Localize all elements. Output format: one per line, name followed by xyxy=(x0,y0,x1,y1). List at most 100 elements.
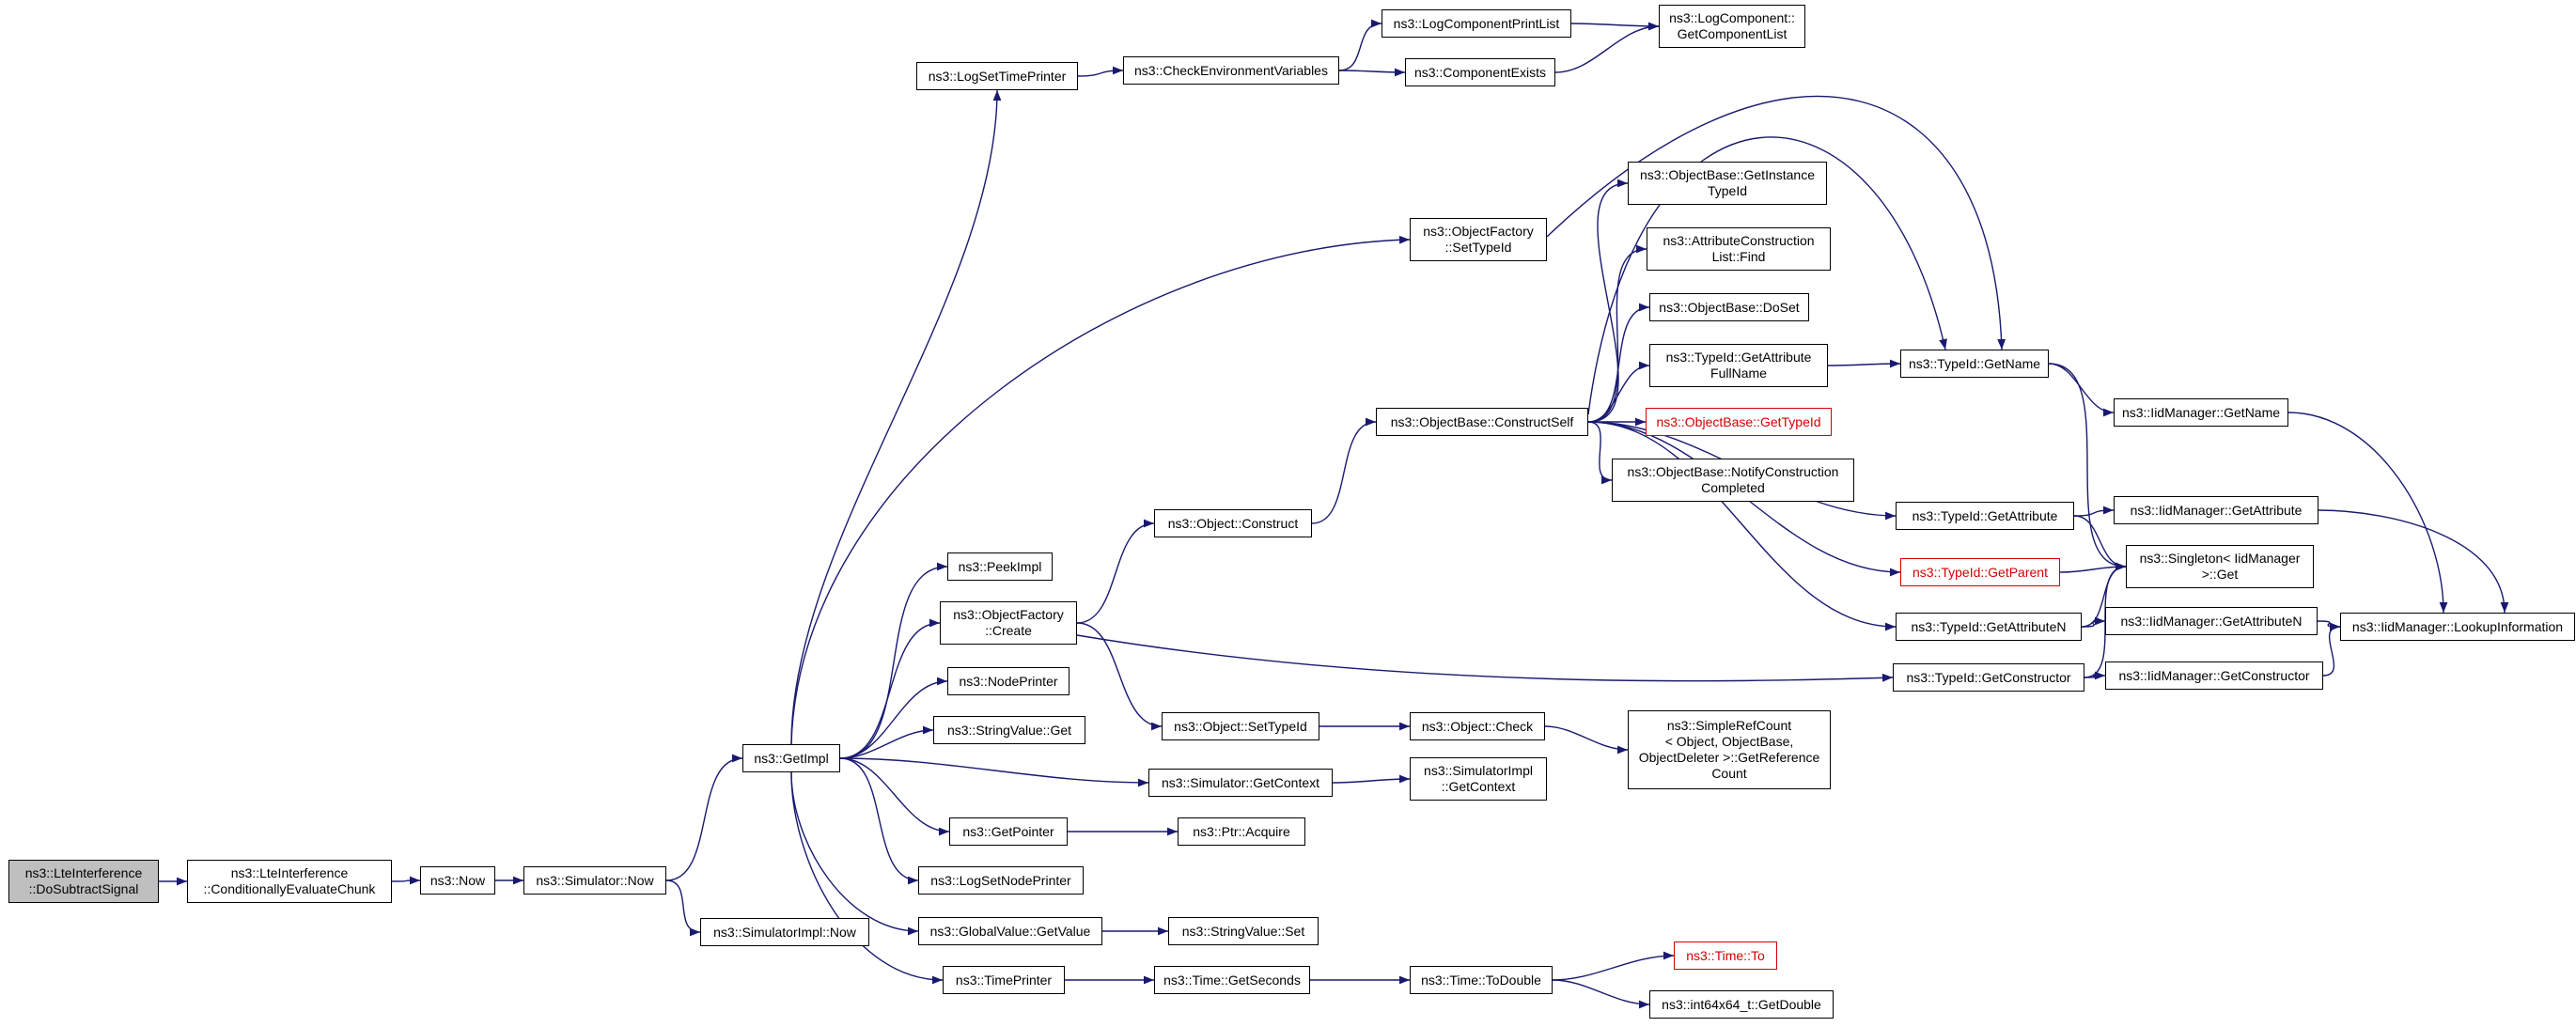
node-label: Completed xyxy=(1701,480,1765,495)
node-label: ns3::Object::Construct xyxy=(1167,515,1299,531)
node-now[interactable]: ns3::Now xyxy=(420,866,495,895)
edge-check-environment-variables--component-exists xyxy=(1338,68,1406,77)
node-object-base-do-set[interactable]: ns3::ObjectBase::DoSet xyxy=(1649,293,1809,321)
node-label: ns3::TypeId::GetParent xyxy=(1912,564,2048,580)
node-conditionally-evaluate-chunk[interactable]: ns3::LteInterference::ConditionallyEvalu… xyxy=(187,860,392,903)
edge-get-impl--simulator-get-context xyxy=(839,757,1149,787)
node-ptr-acquire[interactable]: ns3::Ptr::Acquire xyxy=(1178,817,1305,846)
node-label: ns3::LogComponent:: xyxy=(1669,10,1795,25)
node-label: ns3::int64x64_t::GetDouble xyxy=(1662,996,1821,1012)
node-singleton-get[interactable]: ns3::Singleton< IidManager>::Get xyxy=(2126,545,2314,588)
node-label: ns3::Time::ToDouble xyxy=(1421,972,1541,988)
edge-get-impl--object-factory-set-type-id xyxy=(790,235,1411,745)
edge-iid-manager-get-name--lookup-information xyxy=(2287,412,2448,614)
edge-get-impl--time-printer xyxy=(790,771,944,985)
node-time-get-seconds[interactable]: ns3::Time::GetSeconds xyxy=(1154,966,1310,994)
node-object-check[interactable]: ns3::Object::Check xyxy=(1410,712,1545,740)
node-label: ns3::Now xyxy=(429,872,486,888)
node-label: ::GetContext xyxy=(1441,779,1516,794)
node-lookup-information[interactable]: ns3::IidManager::LookupInformation xyxy=(2340,613,2575,641)
edge-construct-self--notify-construction-completed xyxy=(1587,421,1613,485)
node-label: ns3::Time::To xyxy=(1686,947,1765,963)
edge-construct-self--type-id-get-attribute-full-name xyxy=(1587,361,1650,423)
node-label: ns3::Time::GetSeconds xyxy=(1163,972,1301,988)
node-time-to[interactable]: ns3::Time::To xyxy=(1674,941,1777,970)
node-label: ns3::ObjectBase::GetInstance xyxy=(1640,167,1815,182)
node-object-factory-set-type-id[interactable]: ns3::ObjectFactory::SetTypeId xyxy=(1410,218,1547,261)
node-component-exists[interactable]: ns3::ComponentExists xyxy=(1405,58,1555,86)
node-object-base-get-type-id[interactable]: ns3::ObjectBase::GetTypeId xyxy=(1646,408,1832,436)
node-peek-impl[interactable]: ns3::PeekImpl xyxy=(947,552,1053,581)
node-check-environment-variables[interactable]: ns3::CheckEnvironmentVariables xyxy=(1123,56,1339,85)
node-simulator-now[interactable]: ns3::Simulator::Now xyxy=(523,866,666,895)
node-log-set-node-printer[interactable]: ns3::LogSetNodePrinter xyxy=(918,866,1084,895)
edge-type-id-get-attribute-full-name--type-id-get-name xyxy=(1827,359,1901,368)
node-string-value-set[interactable]: ns3::StringValue::Set xyxy=(1168,917,1319,945)
node-type-id-get-name[interactable]: ns3::TypeId::GetName xyxy=(1900,350,2049,378)
node-global-value-get-value[interactable]: ns3::GlobalValue::GetValue xyxy=(918,917,1102,945)
node-label: < Object, ObjectBase, xyxy=(1664,734,1794,749)
node-log-component-print-list[interactable]: ns3::LogComponentPrintList xyxy=(1382,9,1571,38)
node-log-set-time-printer[interactable]: ns3::LogSetTimePrinter xyxy=(916,62,1078,90)
edge-check-environment-variables--log-component-print-list xyxy=(1338,19,1382,71)
node-label: ns3::IidManager::GetAttributeN xyxy=(2120,613,2303,629)
node-iid-manager-get-attribute-n[interactable]: ns3::IidManager::GetAttributeN xyxy=(2105,607,2318,635)
node-object-construct[interactable]: ns3::Object::Construct xyxy=(1154,509,1312,537)
node-label: ns3::TimePrinter xyxy=(955,972,1053,988)
node-label: ns3::TypeId::GetName xyxy=(1908,355,2041,371)
node-simulator-impl-now[interactable]: ns3::SimulatorImpl::Now xyxy=(700,918,869,946)
edge-log-component-print-list--log-component-get-component-list xyxy=(1570,22,1660,31)
node-label: ns3::SimulatorImpl::Now xyxy=(713,924,856,940)
node-iid-manager-get-constructor[interactable]: ns3::IidManager::GetConstructor xyxy=(2105,661,2323,690)
node-object-set-type-id[interactable]: ns3::Object::SetTypeId xyxy=(1162,712,1319,740)
node-node-printer[interactable]: ns3::NodePrinter xyxy=(947,667,1069,695)
node-iid-manager-get-name[interactable]: ns3::IidManager::GetName xyxy=(2114,398,2288,427)
node-time-to-double[interactable]: ns3::Time::ToDouble xyxy=(1410,966,1553,994)
node-string-value-get[interactable]: ns3::StringValue::Get xyxy=(933,716,1085,744)
node-get-pointer[interactable]: ns3::GetPointer xyxy=(949,817,1068,846)
node-simulator-get-context[interactable]: ns3::Simulator::GetContext xyxy=(1148,769,1333,797)
node-construct-self[interactable]: ns3::ObjectBase::ConstructSelf xyxy=(1376,408,1588,436)
edge-simulator-now--simulator-impl-now xyxy=(665,879,701,937)
node-label: ObjectDeleter >::GetReference xyxy=(1638,750,1820,765)
node-label: ns3::SimpleRefCount xyxy=(1666,718,1792,733)
node-label: ::SetTypeId xyxy=(1444,240,1512,255)
edge-get-impl--global-value-get-value xyxy=(790,771,919,936)
node-log-component-get-component-list[interactable]: ns3::LogComponent::GetComponentList xyxy=(1659,5,1805,48)
node-label: ns3::IidManager::GetAttribute xyxy=(2130,502,2303,518)
node-label: ns3::ObjectBase::GetTypeId xyxy=(1656,413,1821,429)
node-label: ns3::TypeId::GetConstructor xyxy=(1906,669,2071,685)
node-label: ns3::LogComponentPrintList xyxy=(1393,15,1560,31)
node-label: ::ConditionallyEvaluateChunk xyxy=(203,881,376,896)
node-label: ns3::CheckEnvironmentVariables xyxy=(1134,62,1328,78)
node-type-id-get-constructor[interactable]: ns3::TypeId::GetConstructor xyxy=(1893,663,2084,692)
node-get-impl[interactable]: ns3::GetImpl xyxy=(742,744,840,772)
node-label: ns3::Singleton< IidManager xyxy=(2139,551,2301,566)
node-type-id-get-attribute[interactable]: ns3::TypeId::GetAttribute xyxy=(1896,502,2074,530)
node-label: ns3::StringValue::Set xyxy=(1181,923,1305,939)
node-label: ns3::ObjectFactory xyxy=(1423,224,1534,239)
node-simulator-impl-get-context[interactable]: ns3::SimulatorImpl::GetContext xyxy=(1410,757,1547,801)
node-label: ns3::IidManager::GetConstructor xyxy=(2118,667,2310,683)
node-type-id-get-parent[interactable]: ns3::TypeId::GetParent xyxy=(1900,558,2060,586)
node-object-factory-create[interactable]: ns3::ObjectFactory::Create xyxy=(940,601,1077,645)
edge-type-id-get-name--iid-manager-get-name xyxy=(2048,363,2115,417)
edge-type-id-get-attribute--iid-manager-get-attribute xyxy=(2073,506,2115,517)
node-type-id-get-attribute-n[interactable]: ns3::TypeId::GetAttributeN xyxy=(1896,613,2082,641)
node-label: ns3::LteInterference xyxy=(24,865,143,880)
node-simple-ref-count[interactable]: ns3::SimpleRefCount< Object, ObjectBase,… xyxy=(1628,710,1831,789)
edge-get-impl--log-set-time-printer xyxy=(790,89,1002,745)
node-label: ns3::StringValue::Get xyxy=(946,722,1072,738)
node-iid-manager-get-attribute[interactable]: ns3::IidManager::GetAttribute xyxy=(2114,496,2318,524)
node-int64x64-get-double[interactable]: ns3::int64x64_t::GetDouble xyxy=(1649,990,1834,1019)
edge-object-factory-create--type-id-get-constructor xyxy=(1076,634,1894,682)
node-time-printer[interactable]: ns3::TimePrinter xyxy=(943,966,1065,994)
edge-object-factory-create--object-set-type-id xyxy=(1076,622,1163,731)
node-label: ns3::ObjectBase::NotifyConstruction xyxy=(1627,464,1839,479)
node-label: ns3::Object::SetTypeId xyxy=(1174,718,1307,734)
